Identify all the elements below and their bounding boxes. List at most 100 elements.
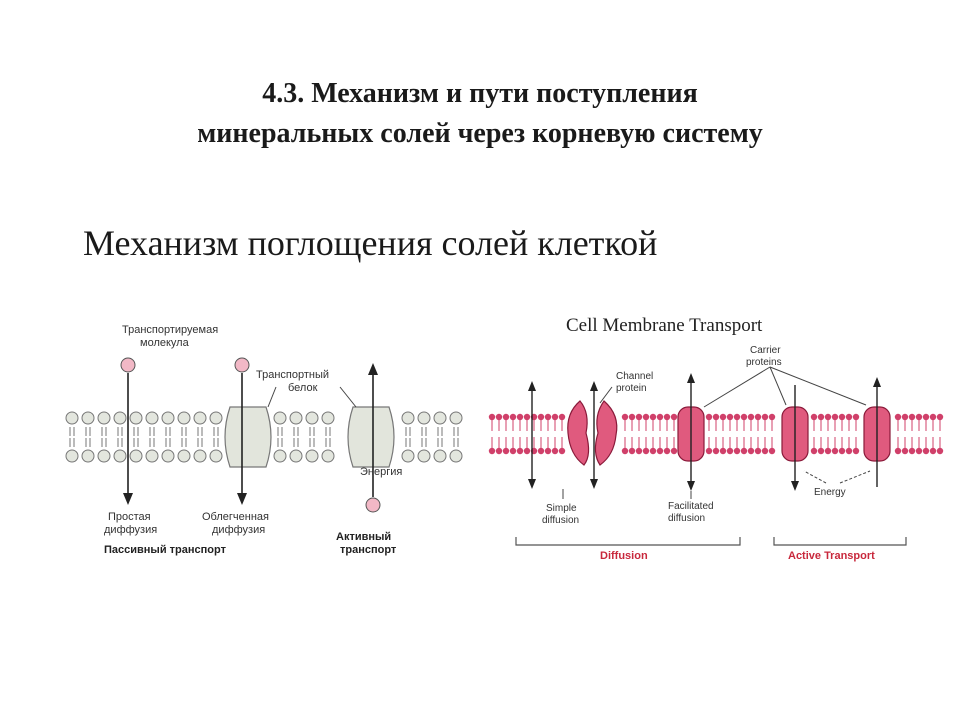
- membrane-head: [502, 447, 510, 455]
- membrane-head: [558, 413, 566, 421]
- membrane-head: [768, 413, 776, 421]
- membrane-head: [621, 447, 629, 455]
- lipid-head: [193, 411, 207, 425]
- label-active-transport-2: транспорт: [340, 544, 397, 556]
- membrane-head: [551, 413, 559, 421]
- membrane-head: [831, 413, 839, 421]
- membrane-head: [810, 413, 818, 421]
- lipid-head: [113, 411, 127, 425]
- membrane-head: [488, 413, 496, 421]
- membrane-head: [663, 413, 671, 421]
- membrane-head: [908, 413, 916, 421]
- lipid-head: [321, 449, 335, 463]
- membrane-head: [551, 447, 559, 455]
- slide-title-line-1: 4.3. Механизм и пути поступления: [262, 78, 698, 109]
- simple-diffusion-double-arrow: [528, 381, 598, 489]
- membrane-head: [516, 413, 524, 421]
- label-carrier-proteins-2: proteins: [746, 357, 782, 368]
- membrane-head: [621, 413, 629, 421]
- label-simple-diffusion-en-1: Simple: [546, 503, 577, 514]
- lipid-head: [433, 411, 447, 425]
- lipid-head: [65, 411, 79, 425]
- membrane-head: [852, 413, 860, 421]
- membrane-head: [502, 413, 510, 421]
- membrane-head: [733, 447, 741, 455]
- label-facilitated-diffusion-1: Облегченная: [202, 511, 269, 523]
- label-simple-diffusion-1: Простая: [108, 511, 151, 523]
- lipid-head: [273, 411, 287, 425]
- slide-subtitle: Механизм поглощения солей клеткой: [83, 223, 658, 263]
- membrane-head: [719, 413, 727, 421]
- membrane-head: [712, 413, 720, 421]
- label-channel-protein-1: Channel: [616, 371, 653, 382]
- lipid-head: [129, 449, 143, 463]
- label-facilitated-diffusion-2: диффузия: [212, 524, 265, 536]
- membrane-head: [670, 413, 678, 421]
- lipid-head: [65, 449, 79, 463]
- diffusion-bracket: [515, 537, 741, 546]
- membrane-head: [649, 447, 657, 455]
- slide-title: 4.3. Механизм и пути поступления минерал…: [0, 74, 960, 154]
- lipid-head: [401, 411, 415, 425]
- membrane-head: [719, 447, 727, 455]
- membrane-head: [894, 413, 902, 421]
- membrane-head: [915, 413, 923, 421]
- membrane-head: [642, 447, 650, 455]
- facilitated-diffusion-arrow: [234, 357, 250, 505]
- membrane-head: [656, 413, 664, 421]
- label-carrier-proteins-1: Carrier: [750, 345, 781, 356]
- membrane-head: [824, 413, 832, 421]
- channel-protein-right-half: [594, 400, 618, 466]
- membrane-head: [488, 447, 496, 455]
- membrane-head: [768, 447, 776, 455]
- lipid-bilayer: [65, 411, 463, 463]
- membrane-head: [544, 413, 552, 421]
- lipid-head: [97, 449, 111, 463]
- membrane-head: [712, 447, 720, 455]
- lipid-head: [129, 411, 143, 425]
- membrane-head: [754, 413, 762, 421]
- membrane-head: [670, 447, 678, 455]
- membrane-head: [901, 413, 909, 421]
- active-transport-bracket: [773, 537, 907, 546]
- membrane-head: [838, 413, 846, 421]
- membrane-head: [628, 447, 636, 455]
- pink-membrane: [488, 413, 944, 455]
- lipid-head: [177, 411, 191, 425]
- membrane-head: [523, 447, 531, 455]
- molecule-active: [365, 497, 381, 513]
- channel-protein-left-half: [567, 400, 590, 466]
- label-simple-diffusion-2: диффузия: [104, 524, 157, 536]
- lipid-head: [81, 449, 95, 463]
- membrane-head: [824, 447, 832, 455]
- lipid-head: [305, 411, 319, 425]
- membrane-head: [705, 447, 713, 455]
- lipid-head: [401, 449, 415, 463]
- slide-title-line-2: минеральных солей через корневую систему: [197, 118, 763, 149]
- label-transport-protein-2: белок: [288, 382, 318, 394]
- membrane-head: [558, 447, 566, 455]
- membrane-head: [495, 447, 503, 455]
- active-carrier-protein-1: [781, 385, 809, 491]
- lipid-head: [97, 411, 111, 425]
- membrane-head: [635, 413, 643, 421]
- active-transport-arrow: [365, 363, 381, 513]
- membrane-head: [908, 447, 916, 455]
- membrane-head: [663, 447, 671, 455]
- membrane-head: [922, 447, 930, 455]
- lipid-head: [305, 449, 319, 463]
- lipid-head: [81, 411, 95, 425]
- lipid-head: [209, 449, 223, 463]
- membrane-head: [509, 447, 517, 455]
- lipid-head: [161, 411, 175, 425]
- transport-protein-left: [224, 406, 272, 468]
- cell-membrane-transport-title: Cell Membrane Transport: [566, 315, 763, 336]
- membrane-head: [761, 447, 769, 455]
- membrane-head: [761, 413, 769, 421]
- label-facilitated-diffusion-en-1: Facilitated: [668, 501, 714, 512]
- membrane-head: [740, 413, 748, 421]
- membrane-head: [929, 447, 937, 455]
- membrane-head: [817, 447, 825, 455]
- facilitated-carrier-protein: [677, 373, 705, 491]
- label-energy: Энергия: [360, 466, 402, 478]
